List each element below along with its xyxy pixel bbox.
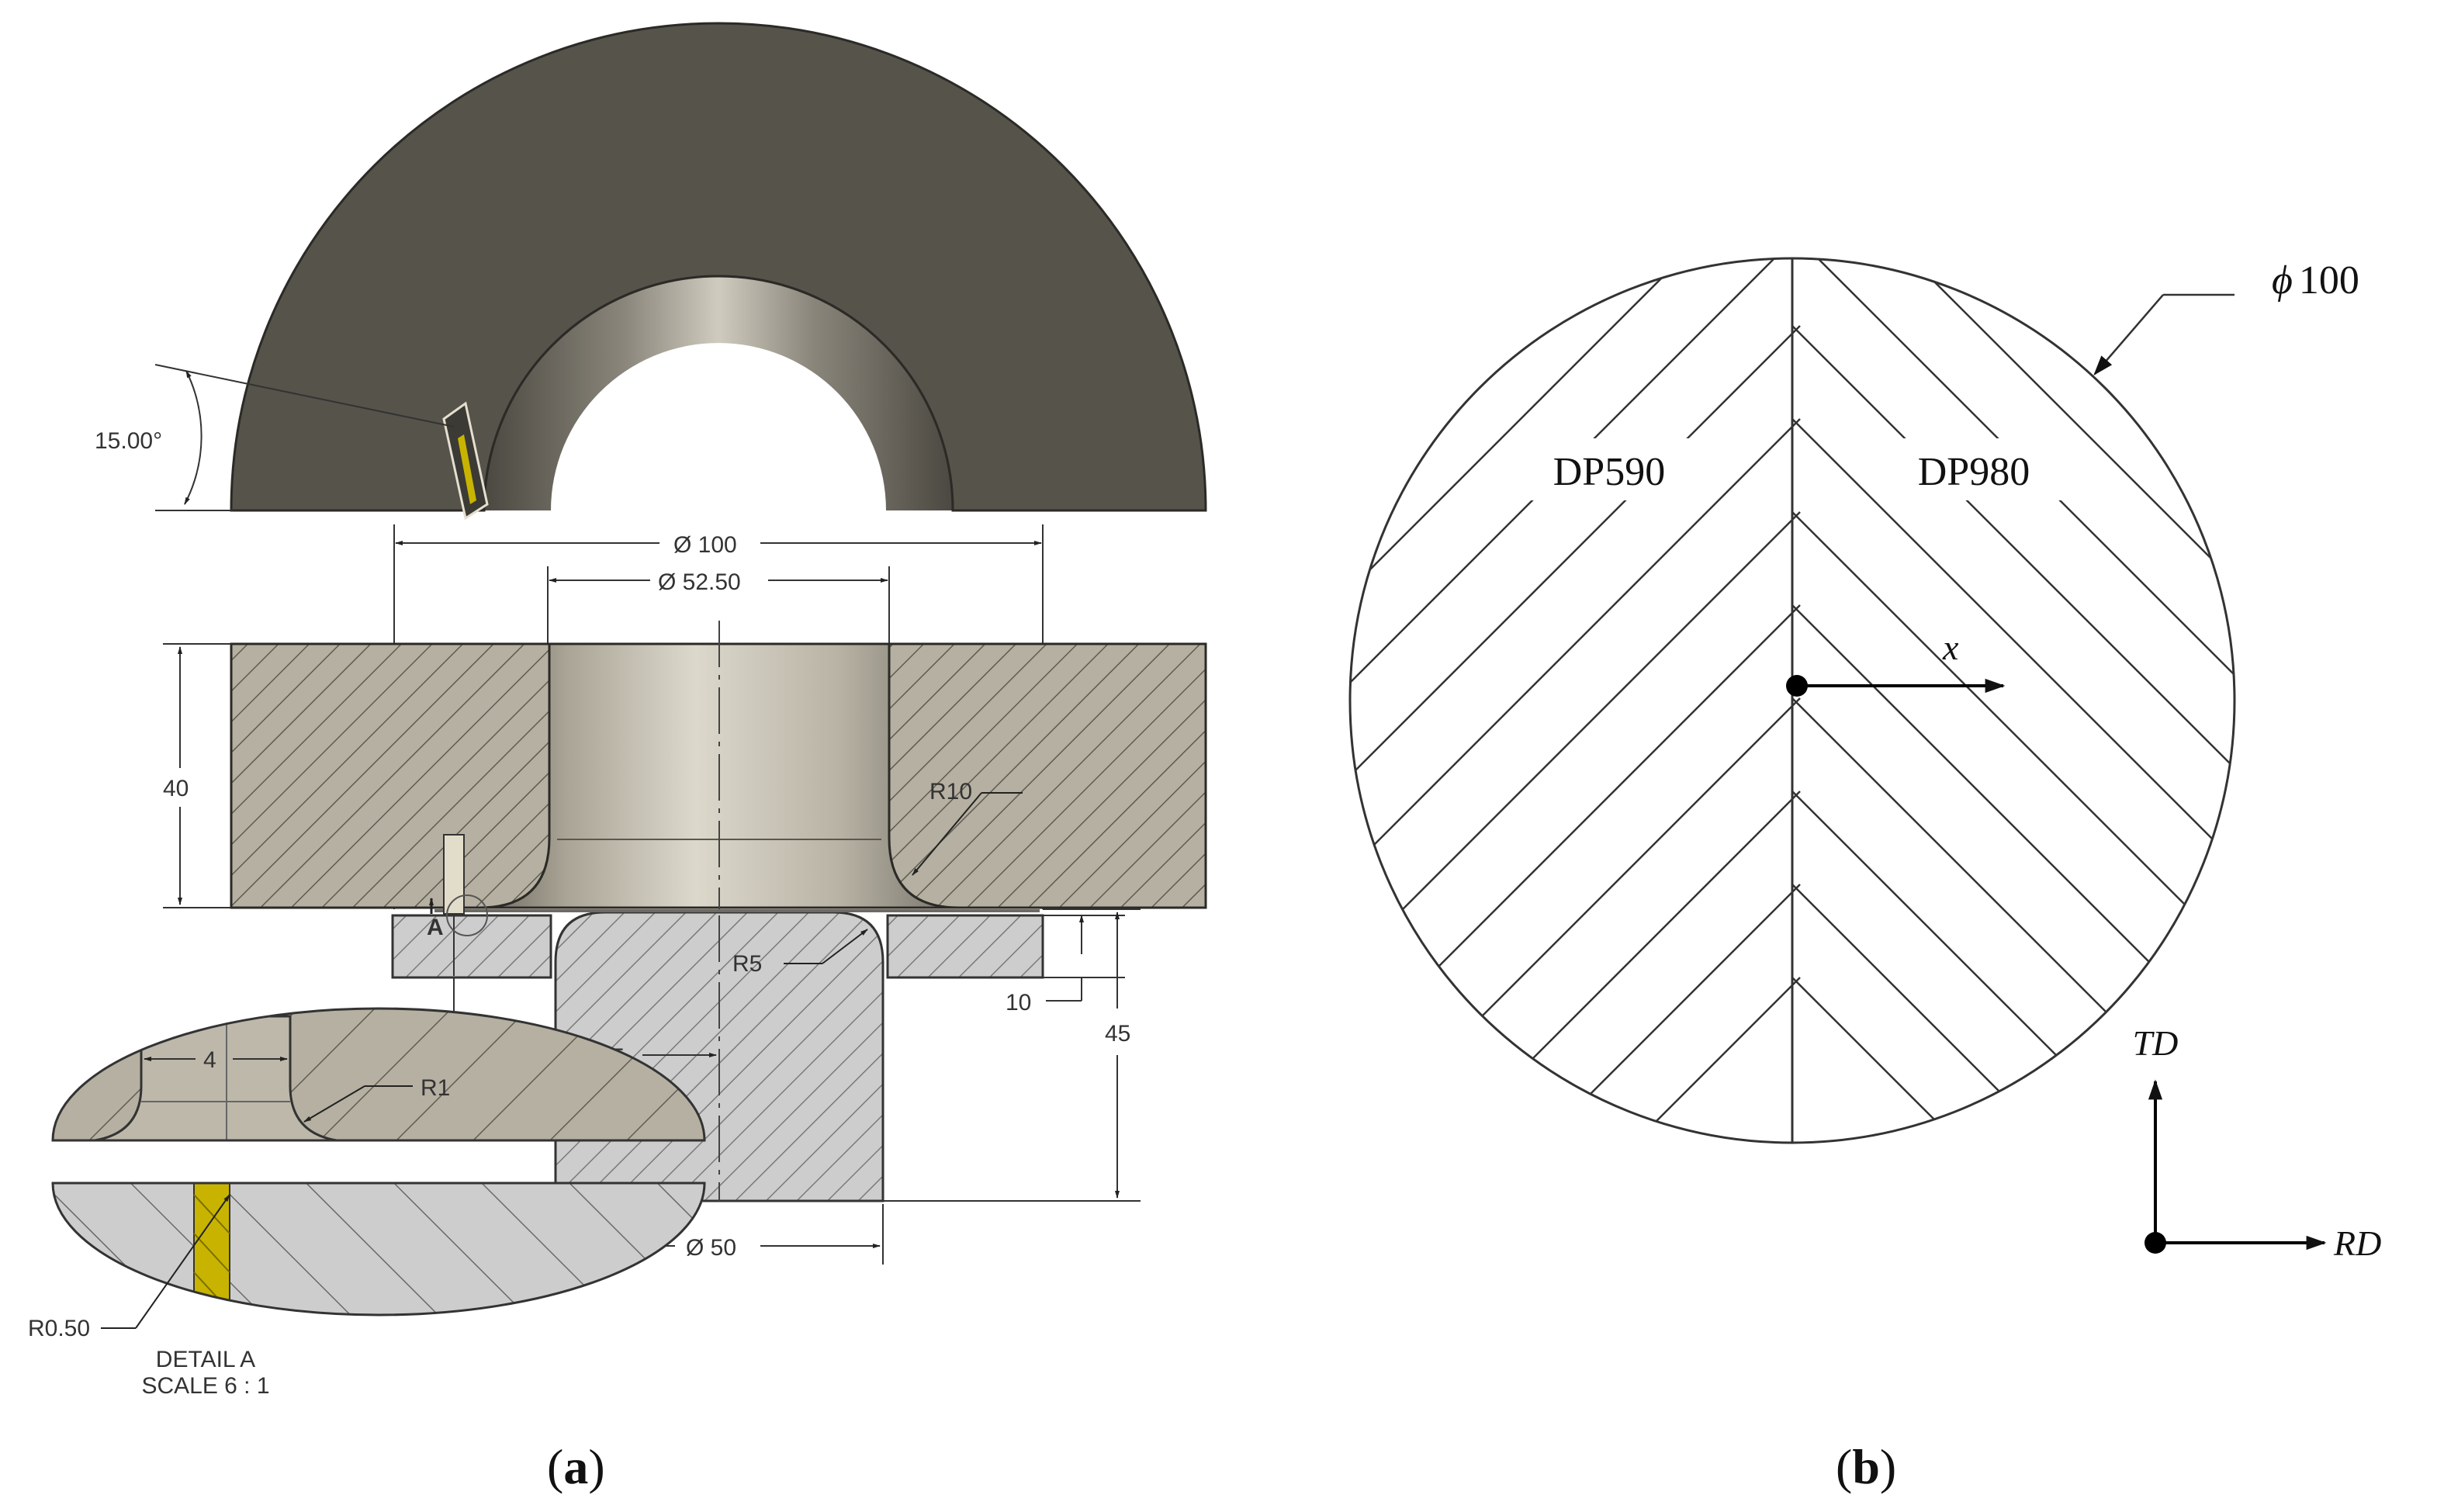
panel-a: 15.00° Ø 100 Ø 52.50 R10 xyxy=(28,22,1207,1494)
diameter-dimensions: Ø 100 Ø 52.50 xyxy=(393,524,1044,909)
top-view-die: 15.00° xyxy=(95,22,1207,521)
r10-label: R10 xyxy=(929,779,972,804)
die-section: R10 40 xyxy=(163,621,1207,1199)
rd-label: RD xyxy=(2333,1223,2381,1263)
caption-a: (a) xyxy=(547,1439,605,1494)
angle-label: 15.00° xyxy=(95,428,162,454)
dim-d100: Ø 100 xyxy=(673,532,737,558)
detail-title: DETAIL A xyxy=(156,1347,255,1372)
r050-label: R0.50 xyxy=(28,1316,90,1341)
detail-scale: SCALE 6 : 1 xyxy=(141,1373,269,1399)
td-label: TD xyxy=(2133,1023,2179,1063)
dim-10: 10 xyxy=(1006,990,1031,1015)
detail-marker: A xyxy=(427,915,444,940)
detail-dim-4: 4 xyxy=(203,1047,216,1073)
rolling-axes: TD RD xyxy=(2133,1023,2382,1263)
dim-d52: Ø 52.50 xyxy=(658,569,741,595)
label-dp590: DP590 xyxy=(1553,450,1665,494)
blank-circle: DP590 DP980 xyxy=(1348,257,2236,1144)
caption-b: (b) xyxy=(1836,1439,1896,1494)
x-axis-label: x xyxy=(1942,628,1959,667)
dim-h40: 40 xyxy=(163,776,189,801)
r1-label: R1 xyxy=(421,1075,450,1101)
r5-label: R5 xyxy=(732,951,762,977)
local-axis: x xyxy=(1786,628,2006,697)
dim-d50: Ø 50 xyxy=(686,1235,736,1261)
dim-45: 45 xyxy=(1105,1021,1130,1047)
detail-a: 4 R1 R0.50 DETAIL A SCALE 6 : 1 xyxy=(28,1007,706,1399)
label-dp980: DP980 xyxy=(1918,450,2030,494)
